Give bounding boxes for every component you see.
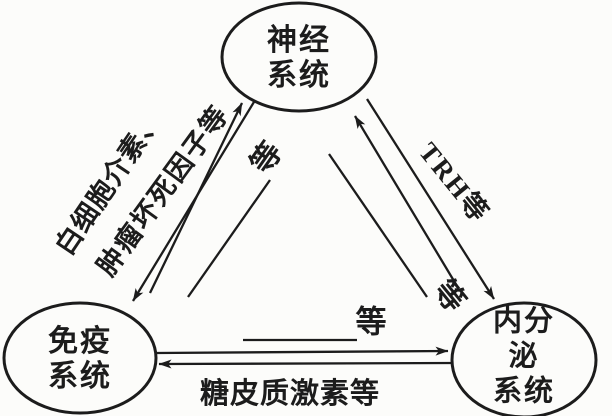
edge-label-endocrine-to-immune: 糖皮质激素等 xyxy=(199,378,381,410)
arrow-endocrine-to-nervous xyxy=(354,115,458,287)
endocrine-system-label-line2: 系统 xyxy=(492,375,555,408)
nervous-system-label: 神经 系统 xyxy=(267,23,331,93)
blank-line-endocrine-to-nervous xyxy=(328,153,428,298)
arrow-endocrine-to-immune xyxy=(158,359,455,369)
arrow-immune-to-endocrine xyxy=(156,346,449,356)
blank-line-nervous-to-immune xyxy=(187,179,271,298)
immune-system-label-line2: 系统 xyxy=(48,360,112,393)
nervous-system-node xyxy=(220,1,378,113)
arrow-nervous-to-immune xyxy=(132,96,258,302)
endocrine-system-node xyxy=(450,301,598,416)
nervous-system-label-line2: 系统 xyxy=(267,59,331,92)
endocrine-system-label: 内分泌 系统 xyxy=(480,305,568,410)
arrow-nervous-to-endocrine xyxy=(366,98,495,300)
endocrine-system-label-line1: 内分泌 xyxy=(492,305,555,373)
nervous-system-label-line1: 神经 xyxy=(267,24,331,57)
immune-system-node xyxy=(2,301,158,415)
immune-system-label: 免疫 系统 xyxy=(48,324,112,394)
immune-system-label-line1: 免疫 xyxy=(48,325,112,358)
edge-blank-label-immune-to-endocrine: 等 xyxy=(355,304,387,340)
